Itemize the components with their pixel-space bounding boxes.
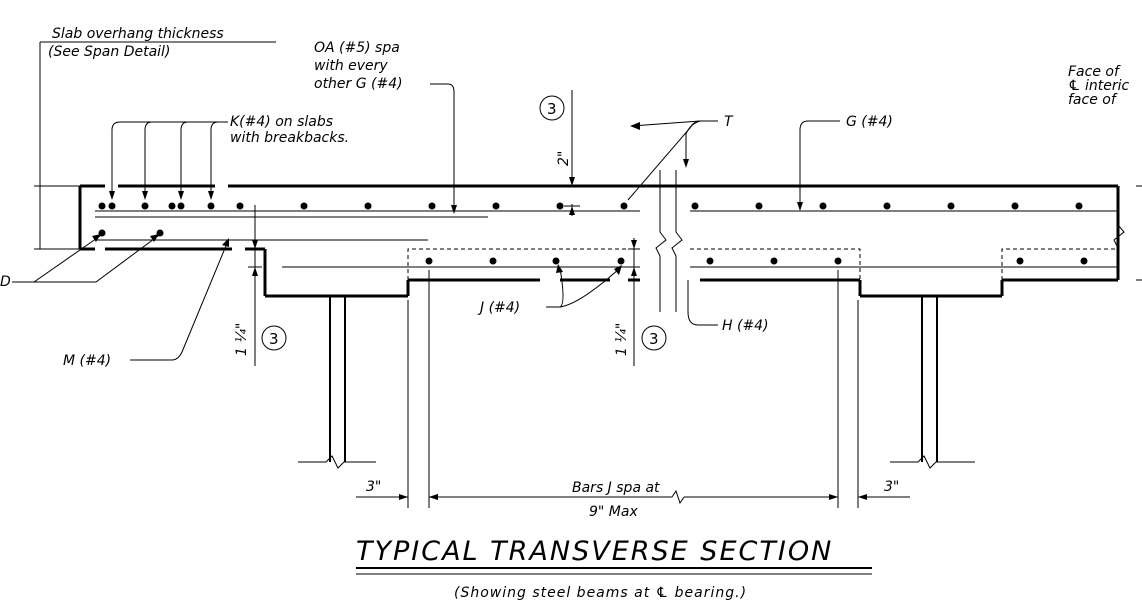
drawing-title: TYPICAL TRANSVERSE SECTION — [356, 536, 833, 567]
label-face-1: Face of — [1068, 64, 1121, 80]
label-face-2: ℄ interic — [1068, 78, 1130, 94]
rebar-dots — [98, 202, 1088, 265]
label-oa-2: with every — [314, 58, 388, 74]
leader-oa — [430, 83, 455, 210]
leader-d — [12, 235, 101, 283]
drawing-subtitle: (Showing steel beams at ℄ bearing.) — [454, 585, 747, 601]
label-overhang-2: (See Span Detail) — [48, 44, 170, 60]
callout-3-left: 3 — [269, 330, 279, 348]
leader-j — [546, 264, 622, 308]
callout-circle-3-mid — [641, 325, 667, 351]
callout-3-mid: 3 — [649, 330, 659, 348]
label-1-quarter-mid: 1 ¼" — [614, 323, 630, 356]
label-k-2: with breakbacks. — [230, 130, 349, 146]
dim-1-quarter-mid — [628, 238, 640, 366]
label-oa-1: OA (#5) spa — [314, 40, 400, 56]
label-3in-left: 3" — [366, 479, 381, 495]
label-2in: 2" — [556, 151, 572, 166]
label-m: M (#4) — [63, 353, 111, 369]
overhang-leader — [34, 41, 276, 250]
label-h: H (#4) — [722, 318, 769, 334]
leader-t — [627, 120, 718, 201]
label-face-3: face of — [1068, 92, 1118, 108]
callout-circle-3-top — [539, 95, 565, 121]
steel-beam-left — [298, 296, 376, 469]
break-lines — [655, 170, 1125, 312]
leader-h — [687, 280, 718, 326]
label-3in-right: 3" — [884, 479, 899, 495]
label-t: T — [724, 114, 734, 130]
leader-g — [799, 120, 840, 206]
dim-1-quarter-left — [248, 205, 262, 366]
label-k-1: K(#4) on slabs — [230, 114, 333, 130]
bottom-dim-lines — [356, 270, 910, 508]
haunch-dashed — [407, 248, 1118, 280]
label-bars-2: 9" Max — [589, 504, 638, 520]
label-overhang-1: Slab overhang thickness — [52, 26, 224, 42]
leader-k — [109, 121, 228, 200]
label-d: D — [0, 274, 11, 290]
rebar-lines — [95, 210, 1118, 268]
dim-2in — [564, 90, 580, 216]
label-g: G (#4) — [846, 114, 893, 130]
label-oa-3: other G (#4) — [314, 76, 403, 92]
label-1-quarter-left: 1 ¼" — [234, 323, 250, 356]
callout-circle-3-left — [261, 325, 287, 351]
steel-beam-right — [890, 296, 975, 469]
callout-3-top: 3 — [547, 100, 557, 118]
leader-m — [130, 240, 229, 361]
slab-outline — [78, 184, 1120, 298]
label-j: J (#4) — [477, 300, 520, 316]
label-bars-1: Bars J spa at — [572, 480, 660, 496]
